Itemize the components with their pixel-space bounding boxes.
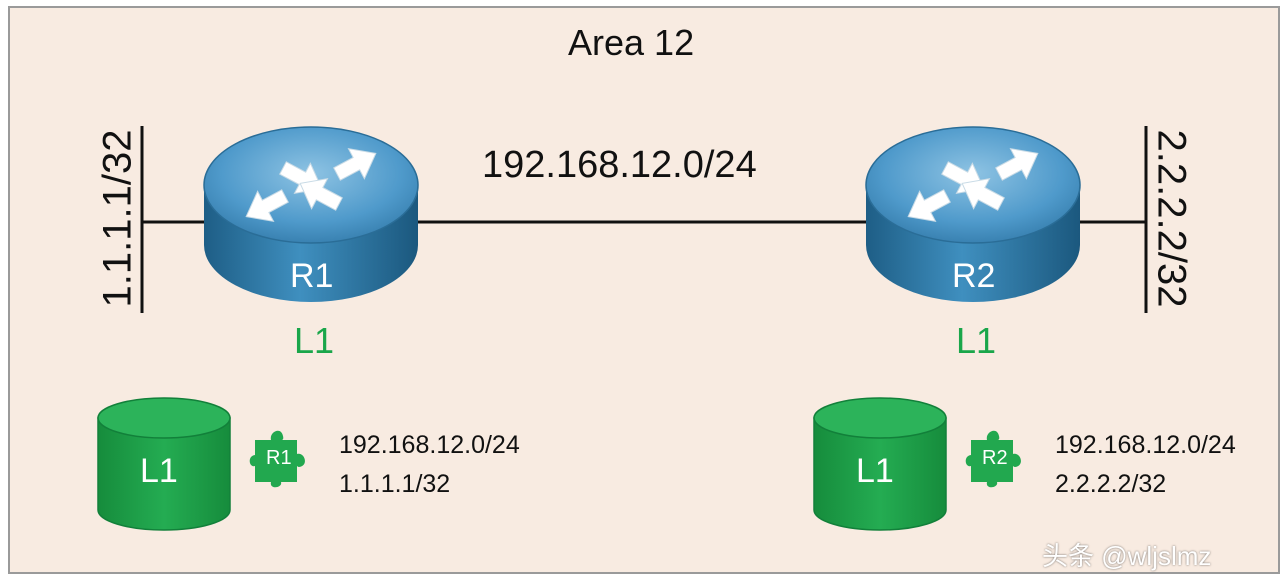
router-r1-icon bbox=[203, 126, 419, 302]
r1-loopback-label: 1.1.1.1/32 bbox=[95, 129, 140, 308]
puzzle-r1-label: R1 bbox=[266, 447, 292, 469]
router-r2-level: L1 bbox=[956, 320, 997, 361]
r1-route-1: 192.168.12.0/24 bbox=[339, 431, 520, 459]
r1-route-2: 1.1.1.1/32 bbox=[339, 470, 451, 498]
database-r2-icon bbox=[813, 397, 947, 531]
router-r2-icon bbox=[865, 126, 1081, 302]
database-r1-icon bbox=[97, 397, 231, 531]
router-r2-name: R2 bbox=[952, 257, 996, 295]
puzzle-r2-label: R2 bbox=[982, 447, 1008, 469]
network-label: 192.168.12.0/24 bbox=[482, 144, 757, 186]
database-r2-label: L1 bbox=[856, 452, 894, 490]
watermark: 头条 @wljslmz bbox=[1042, 541, 1212, 571]
r2-loopback-label: 2.2.2.2/32 bbox=[1149, 129, 1194, 308]
router-r1-level: L1 bbox=[294, 320, 335, 361]
r2-route-1: 192.168.12.0/24 bbox=[1055, 431, 1236, 459]
area-title: Area 12 bbox=[568, 22, 695, 63]
r2-route-2: 2.2.2.2/32 bbox=[1055, 470, 1167, 498]
database-r1-label: L1 bbox=[140, 452, 178, 490]
router-r1-name: R1 bbox=[290, 257, 334, 295]
